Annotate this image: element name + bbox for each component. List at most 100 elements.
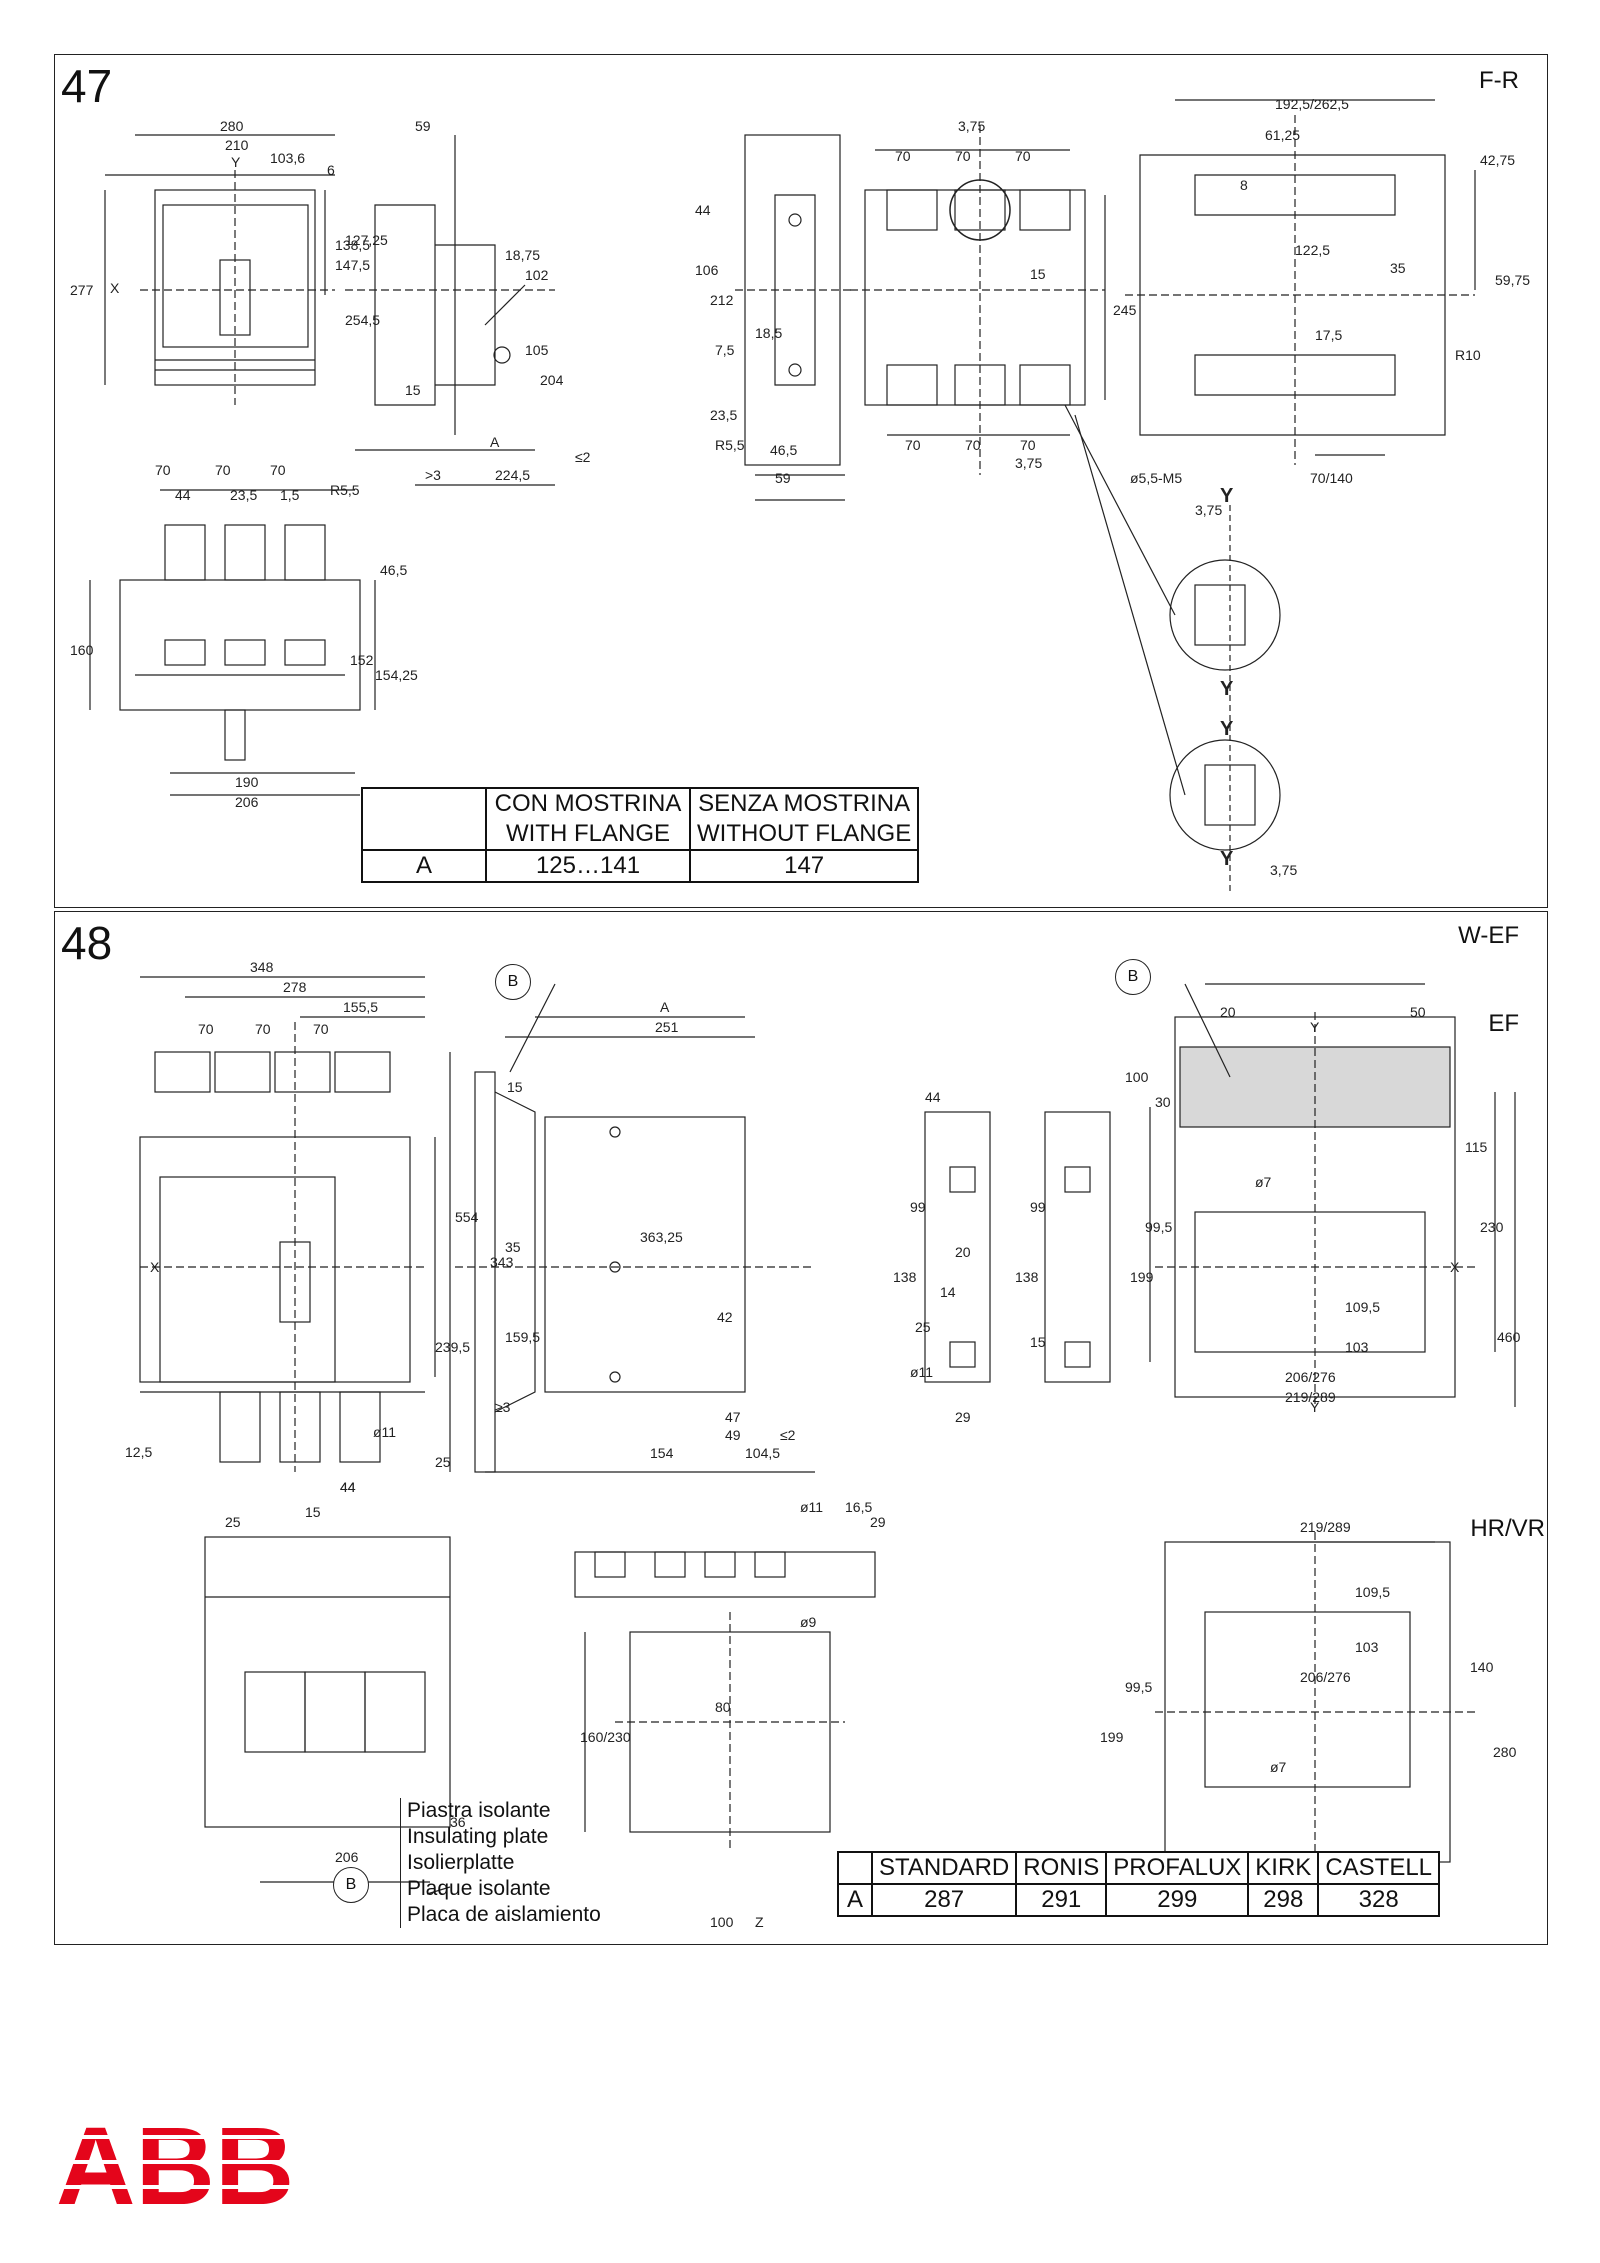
dim-text: 212 [710, 292, 734, 308]
dim-text: 206 [235, 794, 259, 810]
dim-text: 206 [335, 1849, 359, 1865]
terminal-view-2 [1044, 1111, 1111, 1383]
header-standard: STANDARD [870, 1851, 1018, 1885]
dim-text: 59,75 [1495, 272, 1530, 288]
dim-text: 230 [1480, 1219, 1504, 1235]
dim-text: 3,75 [1270, 862, 1297, 878]
dim-text: 99 [910, 1199, 926, 1215]
dim-text: 152 [350, 652, 374, 668]
header-castell: CASTELL [1317, 1851, 1441, 1885]
dim-text: 159,5 [505, 1329, 540, 1345]
dim-text: 251 [655, 1019, 679, 1035]
dim-text: 15 [305, 1504, 321, 1520]
dim-text: 25 [435, 1454, 451, 1470]
dim-text: R5,5 [715, 437, 745, 453]
dim-text: 103 [1345, 1339, 1369, 1355]
terminal-view [864, 189, 1086, 406]
dim-text: 99 [1030, 1199, 1046, 1215]
dim-text: 59 [775, 470, 791, 486]
side-view-1 [374, 204, 436, 406]
dim-text: 70 [955, 148, 971, 164]
panel-code-hr: HR/VR [1470, 1515, 1545, 1542]
dim-text: 100 [710, 1914, 734, 1930]
dim-text: 18,75 [505, 247, 540, 263]
dim-text: 46,5 [770, 442, 797, 458]
panel-code: F-R [1479, 67, 1519, 94]
dim-text: 127,25 [345, 232, 388, 248]
axis-label: X [150, 1259, 160, 1275]
dim-text: 80 [715, 1699, 731, 1715]
dim-text: 115 [1465, 1139, 1488, 1155]
dim-text: 44 [175, 487, 191, 503]
dim-text: 35 [1390, 260, 1406, 276]
dim-text: 23,5 [230, 487, 257, 503]
dim-text: 46,5 [380, 562, 407, 578]
dim-text: 70 [255, 1021, 271, 1037]
dim-text: 49 [725, 1427, 741, 1443]
dim-text: 50 [1410, 1004, 1426, 1020]
logo-stripes [56, 2135, 296, 2189]
dim-text: >3 [425, 467, 441, 483]
dim-text: 3,75 [1015, 455, 1042, 471]
side-view [544, 1116, 746, 1393]
panel-code: W-EF [1458, 922, 1519, 949]
dim-text: 6 [327, 162, 335, 178]
dim-text: 224,5 [495, 467, 530, 483]
dim-text: 138 [1015, 1269, 1039, 1285]
dim-text: 70 [895, 148, 911, 164]
dim-text: 29 [870, 1514, 886, 1530]
dim-text: 277 [70, 282, 94, 298]
dim-text: 199 [1100, 1729, 1124, 1745]
dim-text: 219/289 [1285, 1389, 1336, 1405]
panel-number: 47 [61, 60, 113, 112]
dim-text: ø11 [373, 1424, 396, 1440]
dim-text: 147,5 [335, 257, 370, 273]
header-kirk: KIRK [1247, 1851, 1320, 1885]
dim-text: 102 [525, 267, 549, 283]
bottom-view [119, 579, 361, 711]
row-label: A [361, 849, 487, 883]
dim-text: 70 [215, 462, 231, 478]
dim-text: 8 [1240, 177, 1248, 193]
dim-text: 70 [1015, 148, 1031, 164]
axis-label: Y [1220, 718, 1234, 740]
value-ronis: 291 [1015, 1883, 1108, 1917]
dim-text: 254,5 [345, 312, 380, 328]
dim-text: 122,5 [1295, 242, 1330, 258]
dim-text: 103,6 [270, 150, 305, 166]
dim-text: 99,5 [1145, 1219, 1172, 1235]
dim-text: 44 [695, 202, 711, 218]
legend-insulating-plate: Piastra isolante Insulating plate Isolie… [400, 1798, 601, 1928]
dim-text: R10 [1455, 347, 1481, 363]
dim-text: 245 [1113, 302, 1137, 318]
dim-text: 70 [1020, 437, 1036, 453]
dim-text: 160/230 [580, 1729, 631, 1745]
dim-text: 154,25 [375, 667, 418, 683]
dim-text: ø9 [800, 1614, 817, 1630]
dim-text: 42,75 [1480, 152, 1515, 168]
dim-text: A [490, 434, 500, 450]
dim-text: 47 [725, 1409, 741, 1425]
dim-text: 3,75 [958, 118, 985, 134]
header-profalux: PROFALUX [1105, 1851, 1250, 1885]
dim-text: 104,5 [745, 1445, 780, 1461]
dim-text: 25 [225, 1514, 241, 1530]
dim-text: 20 [1220, 1004, 1236, 1020]
dim-text: 12,5 [125, 1444, 152, 1460]
flange-table: CON MOSTRINA WITH FLANGE SENZA MOSTRINA … [361, 787, 920, 883]
dim-text: ≥3 [495, 1399, 511, 1415]
marker-b: B [495, 964, 531, 1000]
interlock-table: STANDARD RONIS PROFALUX KIRK CASTELL A 2… [837, 1851, 1441, 1917]
marker-b: B [1115, 959, 1151, 995]
value-standard: 287 [870, 1883, 1018, 1917]
dim-text: 14 [940, 1284, 956, 1300]
dim-text: 15 [507, 1079, 523, 1095]
dim-text: 192,5/262,5 [1275, 96, 1349, 112]
dim-text: 106 [695, 262, 719, 278]
dim-text: ø7 [1255, 1174, 1272, 1190]
hr-cutout [1164, 1541, 1451, 1863]
dim-text: 1,5 [280, 487, 300, 503]
row-label: A [837, 1883, 873, 1917]
detail-circle-1 [1169, 559, 1281, 671]
panel-number: 48 [61, 917, 113, 969]
